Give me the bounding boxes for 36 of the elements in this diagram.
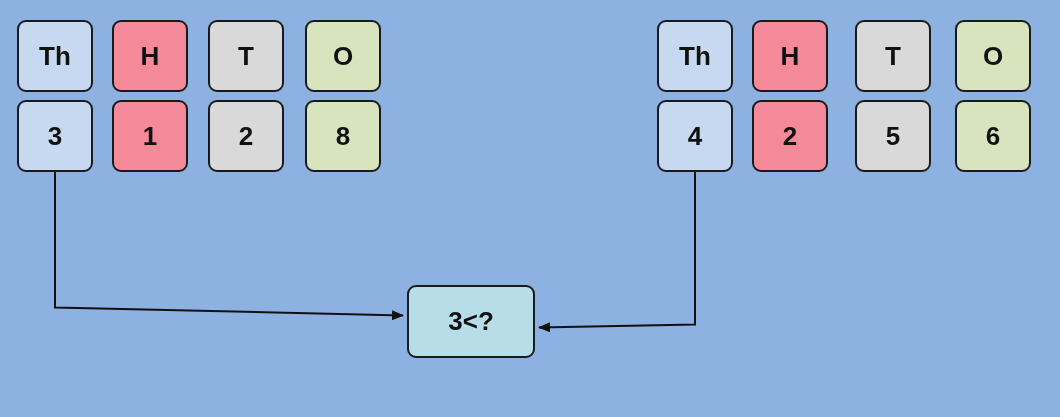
digit: 8 — [335, 120, 351, 152]
column-heading: Th — [679, 40, 711, 72]
place-value-box — [305, 20, 381, 92]
place-value-box — [112, 100, 188, 172]
digit: 2 — [782, 120, 798, 152]
place-value-box — [657, 100, 733, 172]
column-heading: H — [140, 40, 160, 72]
place-value-box — [112, 20, 188, 92]
place-value-box — [305, 100, 381, 172]
column-heading: Th — [39, 40, 71, 72]
place-value-box — [208, 100, 284, 172]
place-value-box — [855, 100, 931, 172]
place-value-box — [17, 100, 93, 172]
column-heading: H — [780, 40, 800, 72]
column-heading: O — [982, 40, 1004, 72]
digit: 3 — [47, 120, 63, 152]
column-heading: T — [885, 40, 901, 72]
digit: 2 — [238, 120, 254, 152]
place-value-box — [752, 100, 828, 172]
place-value-box — [855, 20, 931, 92]
place-value-box — [208, 20, 284, 92]
place-value-box — [17, 20, 93, 92]
column-heading: O — [332, 40, 354, 72]
digit: 6 — [985, 120, 1001, 152]
arrow — [538, 171, 696, 333]
digit: 1 — [142, 120, 158, 152]
comparison-box — [407, 285, 535, 358]
place-value-box — [752, 20, 828, 92]
arrow — [54, 171, 404, 321]
digit: 5 — [885, 120, 901, 152]
comparison-text: 3<? — [448, 306, 494, 337]
column-heading: T — [238, 40, 254, 72]
place-value-box — [955, 20, 1031, 92]
digit: 4 — [687, 120, 703, 152]
place-value-box — [955, 100, 1031, 172]
place-value-box — [657, 20, 733, 92]
